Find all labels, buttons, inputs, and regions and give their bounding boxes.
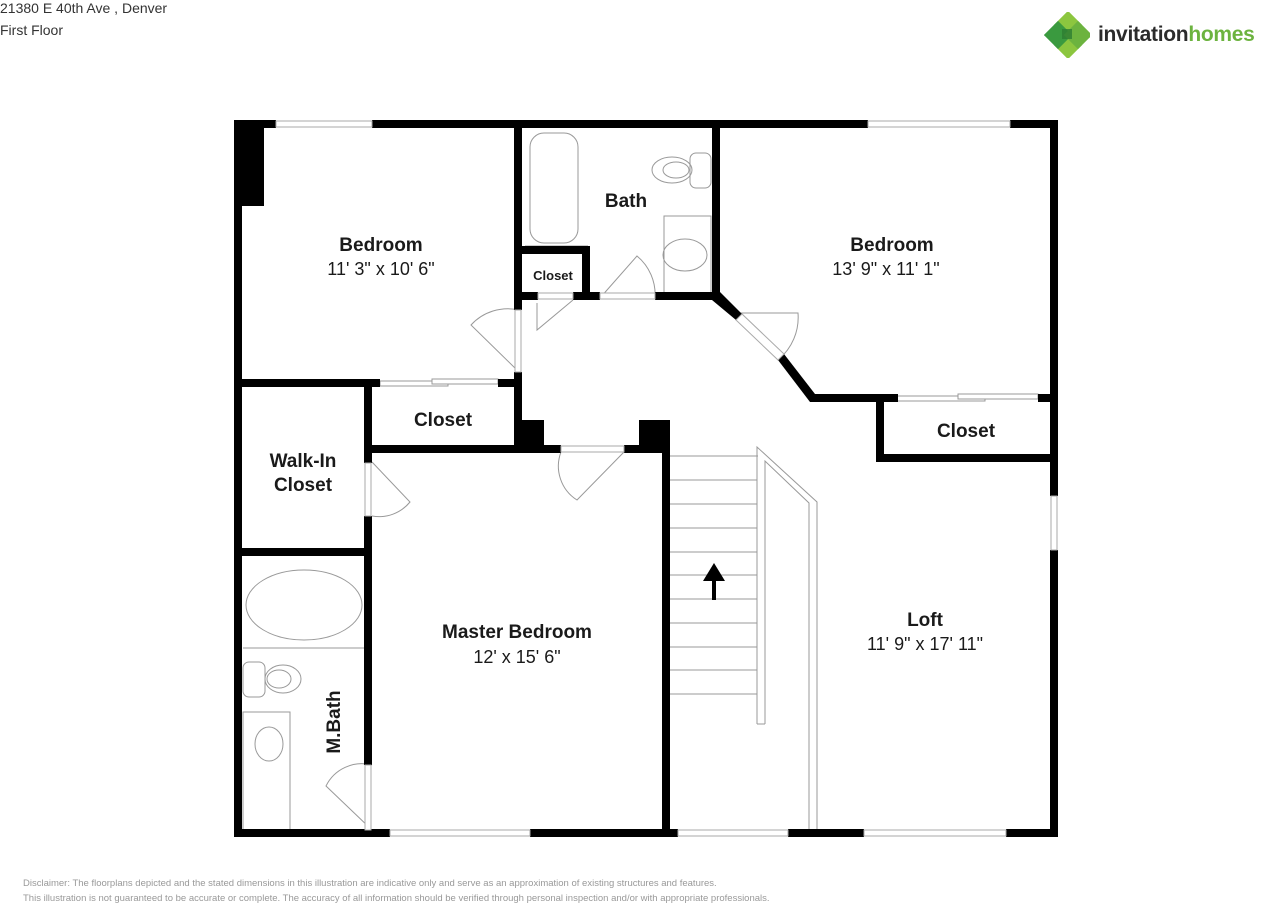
master-sink-icon <box>254 726 284 762</box>
disclaimer-line-1: Disclaimer: The floorplans depicted and … <box>23 878 717 889</box>
room-master-bedroom: Master Bedroom 12' x 15' 6" <box>442 622 592 667</box>
vanity-icon <box>663 215 712 297</box>
svg-text:Walk-In: Walk-In <box>270 451 337 472</box>
svg-text:Bedroom: Bedroom <box>339 235 422 256</box>
master-vanity-icon <box>242 711 291 831</box>
room-walk-in-closet: Walk-In Closet <box>270 451 337 496</box>
room-master-bath: M.Bath <box>324 690 345 753</box>
svg-text:Master Bedroom: Master Bedroom <box>442 622 592 643</box>
room-bedroom3-closet: Closet <box>937 421 996 442</box>
bathtub-icon <box>529 132 579 244</box>
windows <box>275 120 1058 837</box>
disclaimer-line-2: This illustration is not guaranteed to b… <box>23 893 770 904</box>
svg-text:Closet: Closet <box>414 410 473 431</box>
svg-text:Closet: Closet <box>937 421 996 442</box>
property-address: 21380 E 40th Ave , Denver <box>0 0 168 16</box>
svg-text:13' 9" x 11' 1": 13' 9" x 11' 1" <box>832 259 939 279</box>
svg-text:M.Bath: M.Bath <box>324 690 345 753</box>
room-bath-closet: Closet <box>533 268 573 283</box>
stair-treads <box>670 455 758 695</box>
svg-text:12' x 15' 6": 12' x 15' 6" <box>473 647 560 667</box>
svg-text:11' 3" x 10' 6": 11' 3" x 10' 6" <box>327 259 434 279</box>
toilet-icon <box>651 152 712 189</box>
svg-text:Closet: Closet <box>274 475 333 496</box>
svg-text:11' 9" x 17' 11": 11' 9" x 17' 11" <box>867 634 983 654</box>
svg-text:Bedroom: Bedroom <box>850 235 933 256</box>
room-hall-closet: Closet <box>414 410 473 431</box>
floor-label: First Floor <box>0 22 63 38</box>
stair-railing <box>756 445 818 830</box>
fixtures <box>242 132 1039 831</box>
brand-name: invitationhomes <box>1098 23 1255 46</box>
room-bedroom-3: Bedroom 13' 9" x 11' 1" <box>832 235 939 279</box>
svg-text:Bath: Bath <box>605 191 647 212</box>
door-swing <box>470 308 520 373</box>
room-loft: Loft 11' 9" x 17' 11" <box>867 610 983 654</box>
master-toilet-icon <box>242 661 302 698</box>
stairs-up-arrow-icon <box>703 563 725 600</box>
brand-logo: invitationhomes <box>1044 12 1255 58</box>
room-bath: Bath <box>605 191 647 212</box>
master-bathtub-icon <box>245 569 363 641</box>
disclaimer: Disclaimer: The floorplans depicted and … <box>23 876 770 906</box>
sink-icon <box>662 238 708 272</box>
brand-logo-icon <box>1044 12 1090 58</box>
walls <box>234 120 1058 837</box>
room-bedroom-2: Bedroom 11' 3" x 10' 6" <box>327 235 434 279</box>
plan-header: 21380 E 40th Ave , Denver First Floor <box>0 0 167 41</box>
svg-text:Loft: Loft <box>907 610 944 631</box>
svg-text:Closet: Closet <box>533 268 573 283</box>
